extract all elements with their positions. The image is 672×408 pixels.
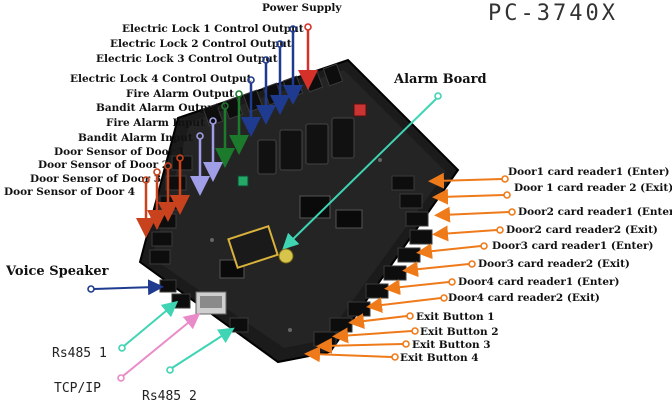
label-door-sensor-4: Door Sensor of Door 4	[4, 186, 135, 198]
alarm-board-module	[227, 224, 294, 270]
label-fire-alarm-output: Fire Alarm Output	[126, 88, 234, 100]
label-door3-reader1: Door3 card reader1 (Enter)	[492, 240, 654, 252]
arrow-exit-button-3	[316, 337, 404, 354]
label-exit-button-3: Exit Button 3	[412, 339, 491, 351]
arrow-door1-reader2	[432, 188, 505, 205]
label-rs485-1: Rs485 1	[52, 346, 107, 361]
arrow-voice-speaker	[93, 279, 164, 296]
label-door1-reader2: Door 1 card reader 2 (Exit)	[514, 182, 672, 194]
arrow-rs485-1	[123, 300, 179, 347]
arrow-door4-reader1	[384, 279, 450, 296]
arrow-exit-button-4	[304, 346, 393, 363]
relays	[237, 103, 367, 187]
label-bandit-alarm-input: Bandit Alarm Input	[78, 132, 193, 144]
label-door4-reader1: Door4 card reader1 (Enter)	[458, 276, 620, 288]
arrow-door4-reader2	[366, 297, 442, 313]
label-electric-lock-1: Electric Lock 1 Control Output	[122, 23, 304, 35]
speaker-connector	[159, 279, 177, 293]
label-electric-lock-4: Electric Lock 4 Control Output	[70, 73, 252, 85]
label-door2-reader2: Door2 card reader2 (Exit)	[506, 224, 658, 236]
arrow-exit-button-1	[348, 313, 408, 330]
label-tcp-ip: TCP/IP	[54, 381, 101, 396]
arrow-tcp-ip	[122, 312, 201, 377]
label-electric-lock-3: Electric Lock 3 Control Output	[96, 53, 278, 65]
label-door-sensor-3: Door Sensor of Door 3	[30, 173, 161, 185]
arrow-door3-reader2	[402, 261, 470, 278]
label-fire-alarm-input: Fire Alarm Input	[106, 117, 205, 129]
arrow-alarm-board	[282, 98, 437, 250]
label-alarm-board: Alarm Board	[393, 72, 487, 87]
arrow-door2-reader2	[432, 225, 498, 242]
arrow-rs485-2	[171, 327, 235, 369]
model-number: PC-3740X	[488, 1, 618, 26]
label-power-supply: Power Supply	[262, 2, 342, 14]
label-rs485-2: Rs485 2	[142, 389, 197, 404]
label-door-sensor-2: Door Sensor of Door 2	[38, 159, 169, 171]
label-door-sensor-1: Door Sensor of Door 1	[54, 146, 185, 158]
label-electric-lock-2: Electric Lock 2 Control Output	[110, 38, 292, 50]
label-exit-button-1: Exit Button 1	[416, 311, 495, 323]
label-bandit-alarm-output: Bandit Alarm Output	[96, 102, 220, 114]
label-door1-reader1: Door1 card reader1 (Enter)	[508, 166, 670, 178]
arrow-door3-reader1	[416, 243, 482, 260]
label-door2-reader1: Door2 card reader1 (Enter)	[518, 206, 672, 218]
arrow-door1-reader1	[428, 172, 503, 189]
chip	[335, 209, 363, 229]
rs485-connector-1	[171, 293, 191, 309]
arrow-door2-reader1	[434, 206, 510, 223]
arrow-exit-button-2	[332, 327, 413, 344]
label-exit-button-4: Exit Button 4	[400, 352, 479, 364]
rs485-connector-2	[229, 317, 249, 333]
label-exit-button-2: Exit Button 2	[420, 326, 499, 338]
label-door3-reader2: Door3 card reader2 (Exit)	[478, 258, 630, 270]
label-door4-reader2: Door4 card reader2 (Exit)	[448, 292, 600, 304]
label-voice-speaker: Voice Speaker	[5, 264, 109, 279]
